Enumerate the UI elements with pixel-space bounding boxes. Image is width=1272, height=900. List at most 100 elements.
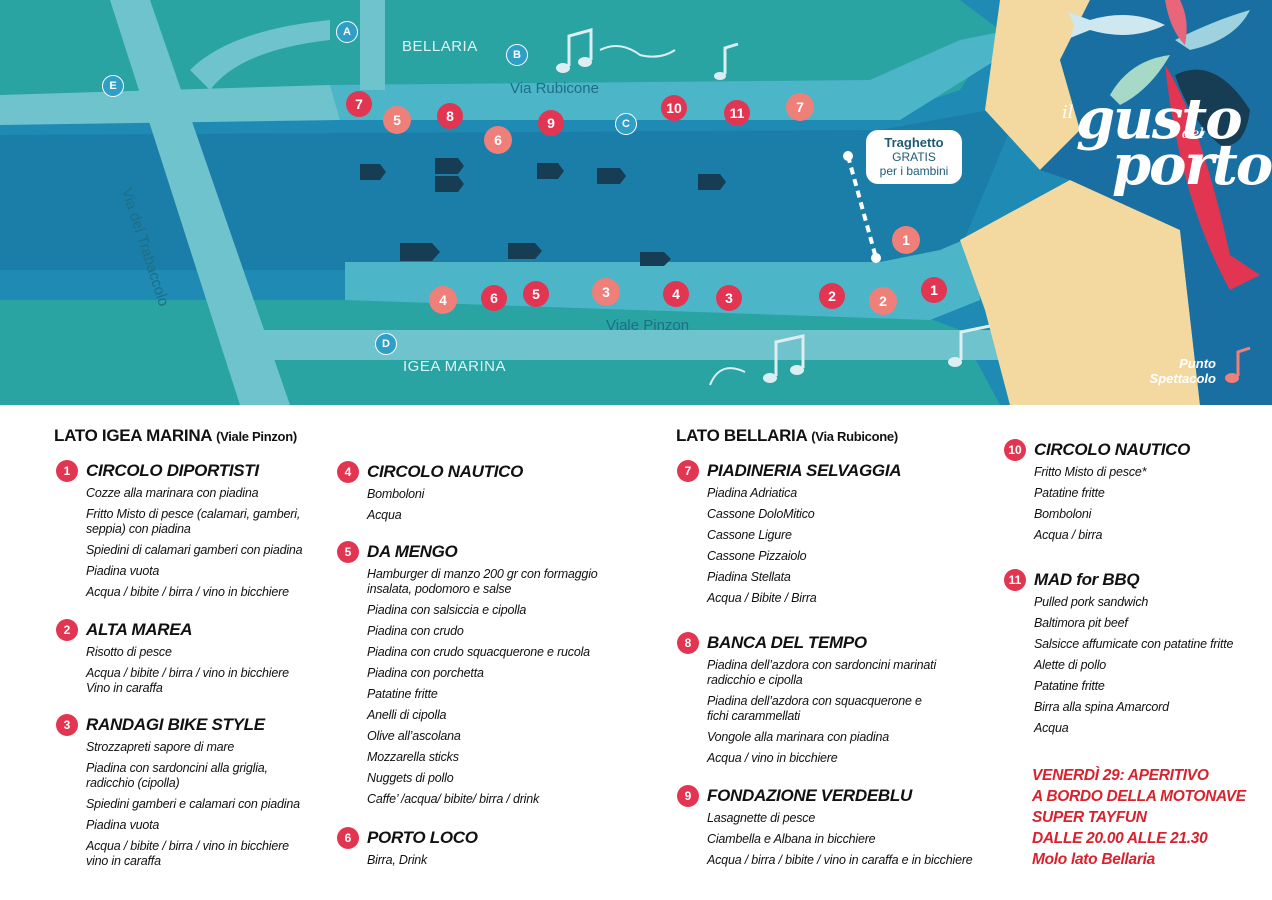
map-pin: 11 (724, 100, 750, 126)
menu-item: Bomboloni (367, 487, 425, 501)
promo-announcement: VENERDÌ 29: APERITIVO A BORDO DELLA MOTO… (1032, 765, 1246, 870)
menu-list: Risotto di pesce Acqua / bibite / birra … (86, 645, 321, 696)
map-marker-a: A (336, 21, 358, 43)
menu-item: Ciambella e Albana in bicchiere (707, 832, 876, 846)
menu-item: Fritto Misto di pesce* (1034, 465, 1147, 479)
menu-item: Olive all’ascolana (367, 729, 461, 743)
ferry-title: Traghetto (884, 135, 944, 150)
menu-item: Hamburger di manzo 200 gr con formaggio … (367, 567, 598, 596)
menu-item: Acqua / birra (1034, 528, 1103, 542)
logo-del: del (1182, 126, 1204, 142)
menu-item: Alette di pollo (1034, 658, 1107, 672)
menu-item: Piadina dell’azdora con squacquerone e f… (707, 694, 922, 723)
map-marker-e: E (102, 75, 124, 97)
menu-list: Birra, Drink (367, 853, 627, 868)
menu-item: Patatine fritte (1034, 486, 1105, 500)
menu-item: Acqua / bibite / birra / vino in bicchie… (86, 666, 289, 695)
menu-item: Anelli di cipolla (367, 708, 447, 722)
promo-line: Molo lato Bellaria (1032, 851, 1155, 868)
menu-item: Acqua (367, 508, 402, 522)
map-pin-show: 5 (383, 106, 411, 134)
menu-item: Fritto Misto di pesce (calamari, gamberi… (86, 507, 301, 536)
menu-item: Patatine fritte (367, 687, 438, 701)
menu-list: Lasagnette di pesce Ciambella e Albana i… (707, 811, 997, 868)
map-pin: 3 (716, 285, 742, 311)
section-title-bellaria: LATO BELLARIA (Via Rubicone) (676, 426, 898, 446)
menu-item: Piadina con salsiccia e cipolla (367, 603, 527, 617)
menu-item: Vongole alla marinara con piadina (707, 730, 889, 744)
map-marker-d: D (375, 333, 397, 355)
section-title-text: LATO BELLARIA (676, 426, 807, 445)
menu-item: Piadina Stellata (707, 570, 791, 584)
vendor-number-badge: 8 (677, 632, 699, 654)
map-pin-show: 3 (592, 278, 620, 306)
menu-list: Hamburger di manzo 200 gr con formaggio … (367, 567, 627, 807)
vendor-number-badge: 10 (1004, 439, 1026, 461)
vendor-name: CIRCOLO NAUTICO (1034, 440, 1191, 459)
menu-item: Piadina con crudo squacquerone e rucola (367, 645, 590, 659)
map-background (0, 0, 1272, 405)
vendor-number-badge: 3 (56, 714, 78, 736)
legend-line1: Punto (1179, 356, 1216, 371)
vendor-name: DA MENGO (367, 542, 458, 561)
map-pin: 4 (663, 281, 689, 307)
menu-item: Pulled pork sandwich (1034, 595, 1149, 609)
vendor-block-10: 10 CIRCOLO NAUTICO Fritto Misto di pesce*… (1004, 439, 1259, 549)
menu-item: Birra, Drink (367, 853, 428, 867)
menu-item: Spiedini di calamari gamberi con piadina (86, 543, 303, 557)
menu-item: Lasagnette di pesce (707, 811, 816, 825)
menu-item: Spiedini gamberi e calamari con piadina (86, 797, 300, 811)
map-marker-c: C (615, 113, 637, 135)
vendor-name: CIRCOLO DIPORTISTI (86, 461, 259, 480)
menu-item: Salsicce affumicate con patatine fritte (1034, 637, 1234, 651)
menu-item: Cassone Pizzaiolo (707, 549, 807, 563)
vendor-name: BANCA DEL TEMPO (707, 633, 867, 652)
menu-list: Pulled pork sandwich Baltimora pit beef … (1034, 595, 1259, 736)
section-title-igea: LATO IGEA MARINA (Viale Pinzon) (54, 426, 297, 446)
vendor-name: PIADINERIA SELVAGGIA (707, 461, 902, 480)
vendor-number-badge: 4 (337, 461, 359, 483)
menu-item: Mozzarella sticks (367, 750, 459, 764)
ferry-kids: per i bambini (879, 164, 949, 178)
vendor-number-badge: 9 (677, 785, 699, 807)
menu-item: Bomboloni (1034, 507, 1092, 521)
map-pin-show: 4 (429, 286, 457, 314)
menu-list: Fritto Misto di pesce* Patatine fritte B… (1034, 465, 1259, 543)
map-pin: 1 (921, 277, 947, 303)
menu-item: Piadina con crudo (367, 624, 464, 638)
map-pin: 7 (346, 91, 372, 117)
menu-item: Acqua / birra / bibite / vino in caraffa… (707, 853, 973, 867)
vendor-name: ALTA MAREA (86, 620, 193, 639)
menu-item: Acqua / Bibite / Birra (707, 591, 817, 605)
logo-gusto: gusto (1076, 86, 1243, 152)
logo-porto: porto (1112, 132, 1272, 198)
menu-item: Baltimora pit beef (1034, 616, 1128, 630)
menu-item: Birra alla spina Amarcord (1034, 700, 1169, 714)
menu-item: Piadina con sardoncini alla griglia, rad… (86, 761, 268, 790)
map-pin: 5 (523, 281, 549, 307)
menu-list: Piadina dell’azdora con sardoncini marin… (707, 658, 987, 766)
place-bellaria: BELLARIA (402, 38, 478, 55)
menu-item: Acqua / bibite / birra / vino in bicchie… (86, 839, 289, 868)
menu-item: Patatine fritte (1034, 679, 1105, 693)
menu-list: Cozze alla marinara con piadina Fritto M… (86, 486, 321, 600)
vendor-number-badge: 6 (337, 827, 359, 849)
menu-item: Piadina vuota (86, 564, 160, 578)
promo-line: SUPER TAYFUN (1032, 809, 1147, 826)
vendor-name: MAD for BBQ (1034, 570, 1140, 589)
menu-item: Acqua / vino in bicchiere (707, 751, 838, 765)
map-marker-b: B (506, 44, 528, 66)
map-pin: 10 (661, 95, 687, 121)
vendor-number-badge: 7 (677, 460, 699, 482)
map-pin-show: 1 (892, 226, 920, 254)
ferry-free: GRATIS (892, 150, 936, 164)
menu-item: Strozzapreti sapore di mare (86, 740, 235, 754)
